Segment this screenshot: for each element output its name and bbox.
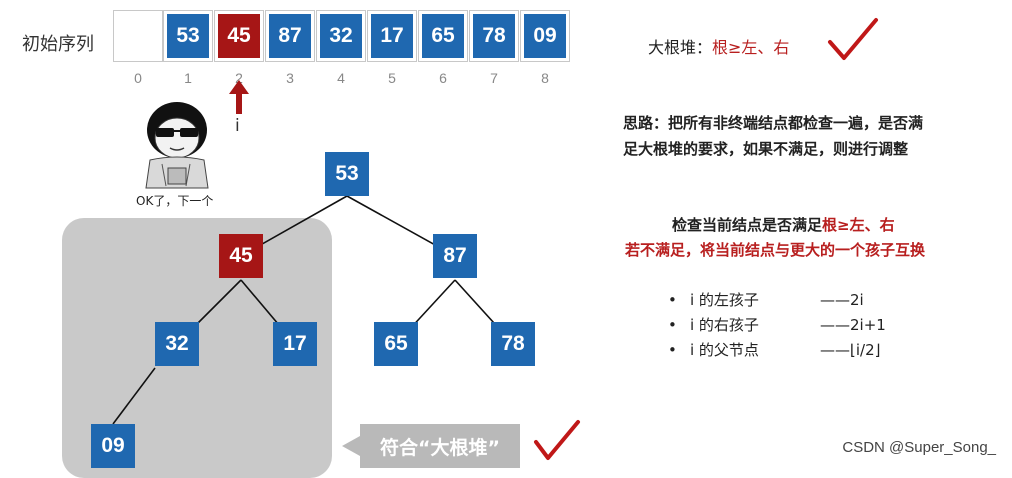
heap-definition-prefix: 大根堆： <box>648 38 712 57</box>
watermark: CSDN @Super_Song_ <box>842 439 996 456</box>
tree-node: 32 <box>155 322 199 366</box>
checkmark-icon <box>826 14 880 64</box>
formula-value: ——⌊i/2⌋ <box>820 338 880 363</box>
formula-desc: i 的右孩子 <box>690 313 820 338</box>
check-instruction: 检查当前结点是否满足根≥左、右 <box>672 214 895 235</box>
check-prefix: 检查当前结点是否满足 <box>672 216 822 234</box>
heap-definition: 大根堆：根≥左、右 <box>648 34 789 58</box>
tree-node: 17 <box>273 322 317 366</box>
formula-desc: i 的父节点 <box>690 338 820 363</box>
formula-row: •i 的父节点——⌊i/2⌋ <box>668 338 886 363</box>
idea-line: 足大根堆的要求，如果不满足，则进行调整 <box>623 136 923 162</box>
tree-node: 53 <box>325 152 369 196</box>
formula-value: ——2i+1 <box>820 313 886 338</box>
idea-line: 思路：把所有非终端结点都检查一遍，是否满 <box>623 110 923 136</box>
tree-node: 09 <box>91 424 135 468</box>
index-formulas: •i 的左孩子——2i •i 的右孩子——2i+1 •i 的父节点——⌊i/2⌋ <box>668 288 886 363</box>
tree-node-current: 45 <box>219 234 263 278</box>
check-rule: 根≥左、右 <box>822 216 895 234</box>
formula-row: •i 的右孩子——2i+1 <box>668 313 886 338</box>
heap-ok-callout: 符合“大根堆” <box>360 424 520 468</box>
tree-node: 87 <box>433 234 477 278</box>
formula-value: ——2i <box>820 288 864 313</box>
formula-row: •i 的左孩子——2i <box>668 288 886 313</box>
tree-node: 78 <box>491 322 535 366</box>
checkmark-icon <box>532 416 582 466</box>
heap-definition-rule: 根≥左、右 <box>712 38 789 57</box>
tree-node: 65 <box>374 322 418 366</box>
swap-instruction: 若不满足，将当前结点与更大的一个孩子互换 <box>625 239 925 260</box>
idea-text: 思路：把所有非终端结点都检查一遍，是否满 足大根堆的要求，如果不满足，则进行调整 <box>623 110 923 162</box>
formula-desc: i 的左孩子 <box>690 288 820 313</box>
